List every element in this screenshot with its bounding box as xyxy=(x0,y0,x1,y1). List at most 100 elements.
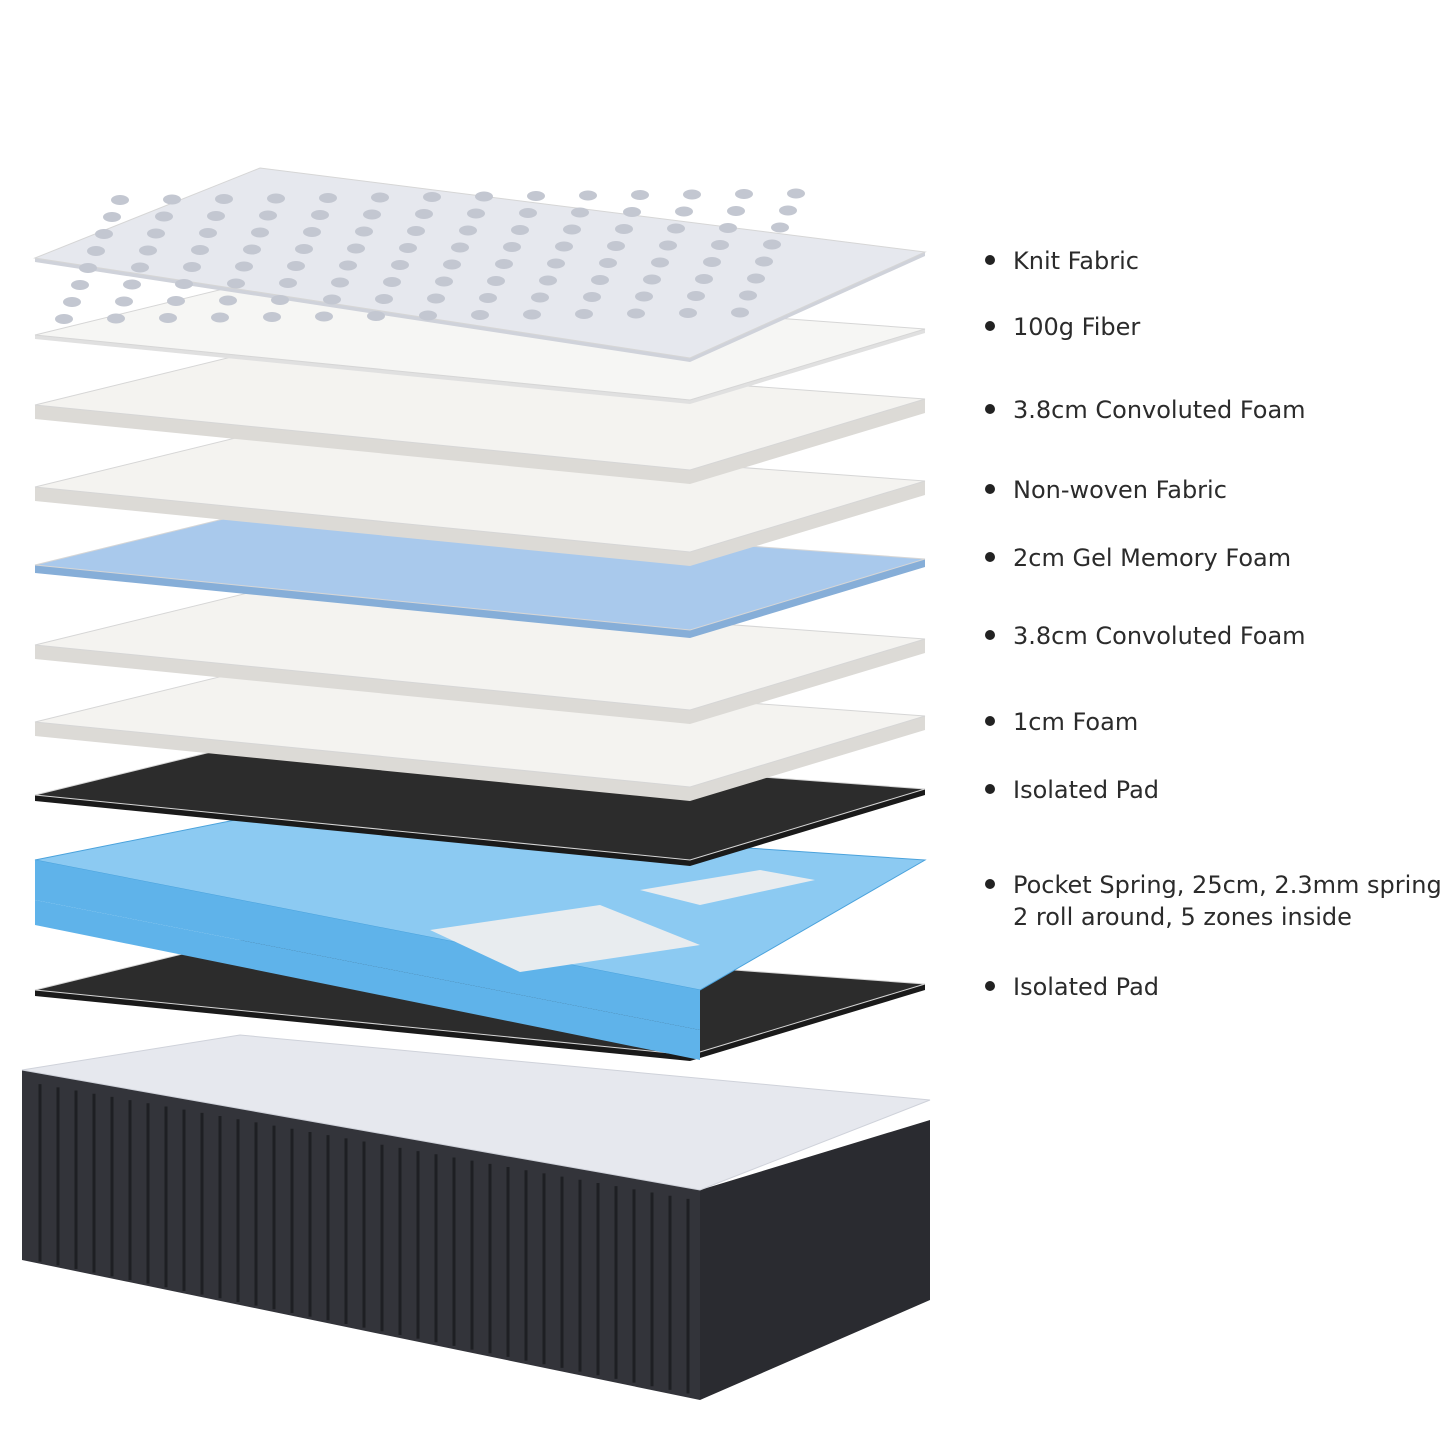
quilt-pattern xyxy=(531,292,549,303)
quilt-pattern xyxy=(347,243,365,254)
quilt-pattern xyxy=(235,261,253,272)
convoluted-foam-1 xyxy=(34,349,926,471)
quilt-pattern xyxy=(407,226,425,236)
quilt-pattern xyxy=(511,225,529,235)
quilt-pattern xyxy=(363,209,381,220)
quilt-pattern xyxy=(271,295,289,305)
foam-1cm-side-edge xyxy=(690,716,925,801)
quilt-pattern xyxy=(207,211,225,221)
knit-fabric-layer-side-edge xyxy=(690,252,925,362)
bullet-icon xyxy=(985,879,995,889)
quilt-pattern xyxy=(371,192,389,203)
fiber-layer xyxy=(34,279,926,401)
quilt-pattern xyxy=(451,242,469,253)
bullet-icon xyxy=(985,255,995,265)
quilt-pattern xyxy=(659,240,677,251)
label-text: Knit Fabric xyxy=(1013,247,1139,275)
layer-label-fiber: 100g Fiber xyxy=(985,311,1140,343)
bullet-icon xyxy=(985,404,995,414)
layer-label-convoluted-foam-1: 3.8cm Convoluted Foam xyxy=(985,394,1306,426)
layer-label-isolated-pad-1: Isolated Pad xyxy=(985,774,1159,806)
quilt-pattern xyxy=(495,259,513,269)
quilt-pattern xyxy=(631,190,649,200)
spring-zone-inner-2 xyxy=(640,870,815,905)
quilt-pattern xyxy=(571,207,589,218)
quilt-pattern xyxy=(107,313,125,324)
quilt-pattern xyxy=(243,244,261,255)
quilt-pattern xyxy=(459,225,477,236)
quilt-pattern xyxy=(159,313,177,323)
quilt-pattern xyxy=(443,259,461,270)
quilt-pattern xyxy=(319,193,337,203)
quilt-pattern xyxy=(623,207,641,217)
knit-fabric-layer xyxy=(33,167,927,359)
quilt-pattern xyxy=(295,244,313,254)
quilt-pattern xyxy=(419,310,437,321)
quilt-pattern xyxy=(635,291,653,302)
gel-memory-foam-front-edge xyxy=(35,565,690,638)
label-text: Isolated Pad xyxy=(1013,776,1160,804)
quilt-pattern xyxy=(211,312,229,323)
quilt-pattern xyxy=(55,314,73,324)
quilt-pattern xyxy=(555,241,573,252)
quilt-pattern xyxy=(667,223,685,234)
quilt-pattern xyxy=(383,277,401,287)
label-text: 3.8cm Convoluted Foam xyxy=(1013,622,1306,650)
quilt-pattern xyxy=(315,311,333,322)
label-text: 100g Fiber xyxy=(1013,313,1141,341)
quilt-pattern xyxy=(139,245,157,256)
quilt-pattern xyxy=(591,275,609,285)
gel-memory-foam xyxy=(34,509,926,631)
quilt-pattern xyxy=(435,276,453,287)
quilt-pattern xyxy=(399,243,417,253)
spring-zone-inner-1 xyxy=(430,905,700,972)
quilt-pattern xyxy=(695,274,713,284)
quilt-pattern xyxy=(487,276,505,286)
quilt-pattern xyxy=(175,279,193,289)
quilt-pattern xyxy=(583,292,601,302)
quilt-pattern xyxy=(703,257,721,267)
layer-label-knit-fabric: Knit Fabric xyxy=(985,245,1139,277)
layer-label-gel-memory-foam: 2cm Gel Memory Foam xyxy=(985,542,1291,574)
quilt-pattern xyxy=(167,296,185,306)
quilt-pattern xyxy=(263,312,281,322)
quilt-pattern xyxy=(719,223,737,233)
non-woven-fabric xyxy=(34,431,926,553)
layer-label-1cm-foam: 1cm Foam xyxy=(985,706,1138,738)
quilt-pattern xyxy=(79,263,97,273)
quilt-pattern xyxy=(63,297,81,307)
convoluted-foam-2-front-edge xyxy=(35,645,690,724)
quilt-pattern xyxy=(779,205,797,216)
quilt-pattern xyxy=(627,308,645,319)
quilt-pattern xyxy=(391,260,409,270)
quilt-pattern xyxy=(739,290,757,301)
bullet-icon xyxy=(985,630,995,640)
quilt-pattern xyxy=(503,242,521,252)
quilt-pattern xyxy=(323,294,341,305)
quilt-pattern xyxy=(183,262,201,272)
quilt-pattern xyxy=(575,309,593,319)
quilt-pattern xyxy=(219,295,237,306)
bullet-icon xyxy=(985,981,995,991)
quilt-pattern xyxy=(523,309,541,320)
quilt-pattern xyxy=(687,291,705,301)
quilt-pattern xyxy=(111,195,129,205)
bullet-icon xyxy=(985,484,995,494)
quilt-pattern xyxy=(131,262,149,273)
quilt-pattern xyxy=(115,296,133,307)
quilt-pattern xyxy=(415,209,433,219)
quilt-pattern xyxy=(375,294,393,304)
quilt-pattern xyxy=(287,261,305,271)
isolated-pad-top-side-edge xyxy=(690,789,925,866)
quilt-pattern xyxy=(367,311,385,321)
quilt-pattern xyxy=(727,206,745,216)
quilt-pattern xyxy=(423,192,441,202)
non-woven-fabric-side-edge xyxy=(690,481,925,566)
gel-memory-foam-side-edge xyxy=(690,559,925,638)
quilt-pattern xyxy=(563,224,581,235)
pocket-spring-front xyxy=(35,900,700,1060)
quilt-pattern xyxy=(147,228,165,239)
quilt-pattern xyxy=(539,275,557,286)
quilt-pattern xyxy=(479,293,497,303)
